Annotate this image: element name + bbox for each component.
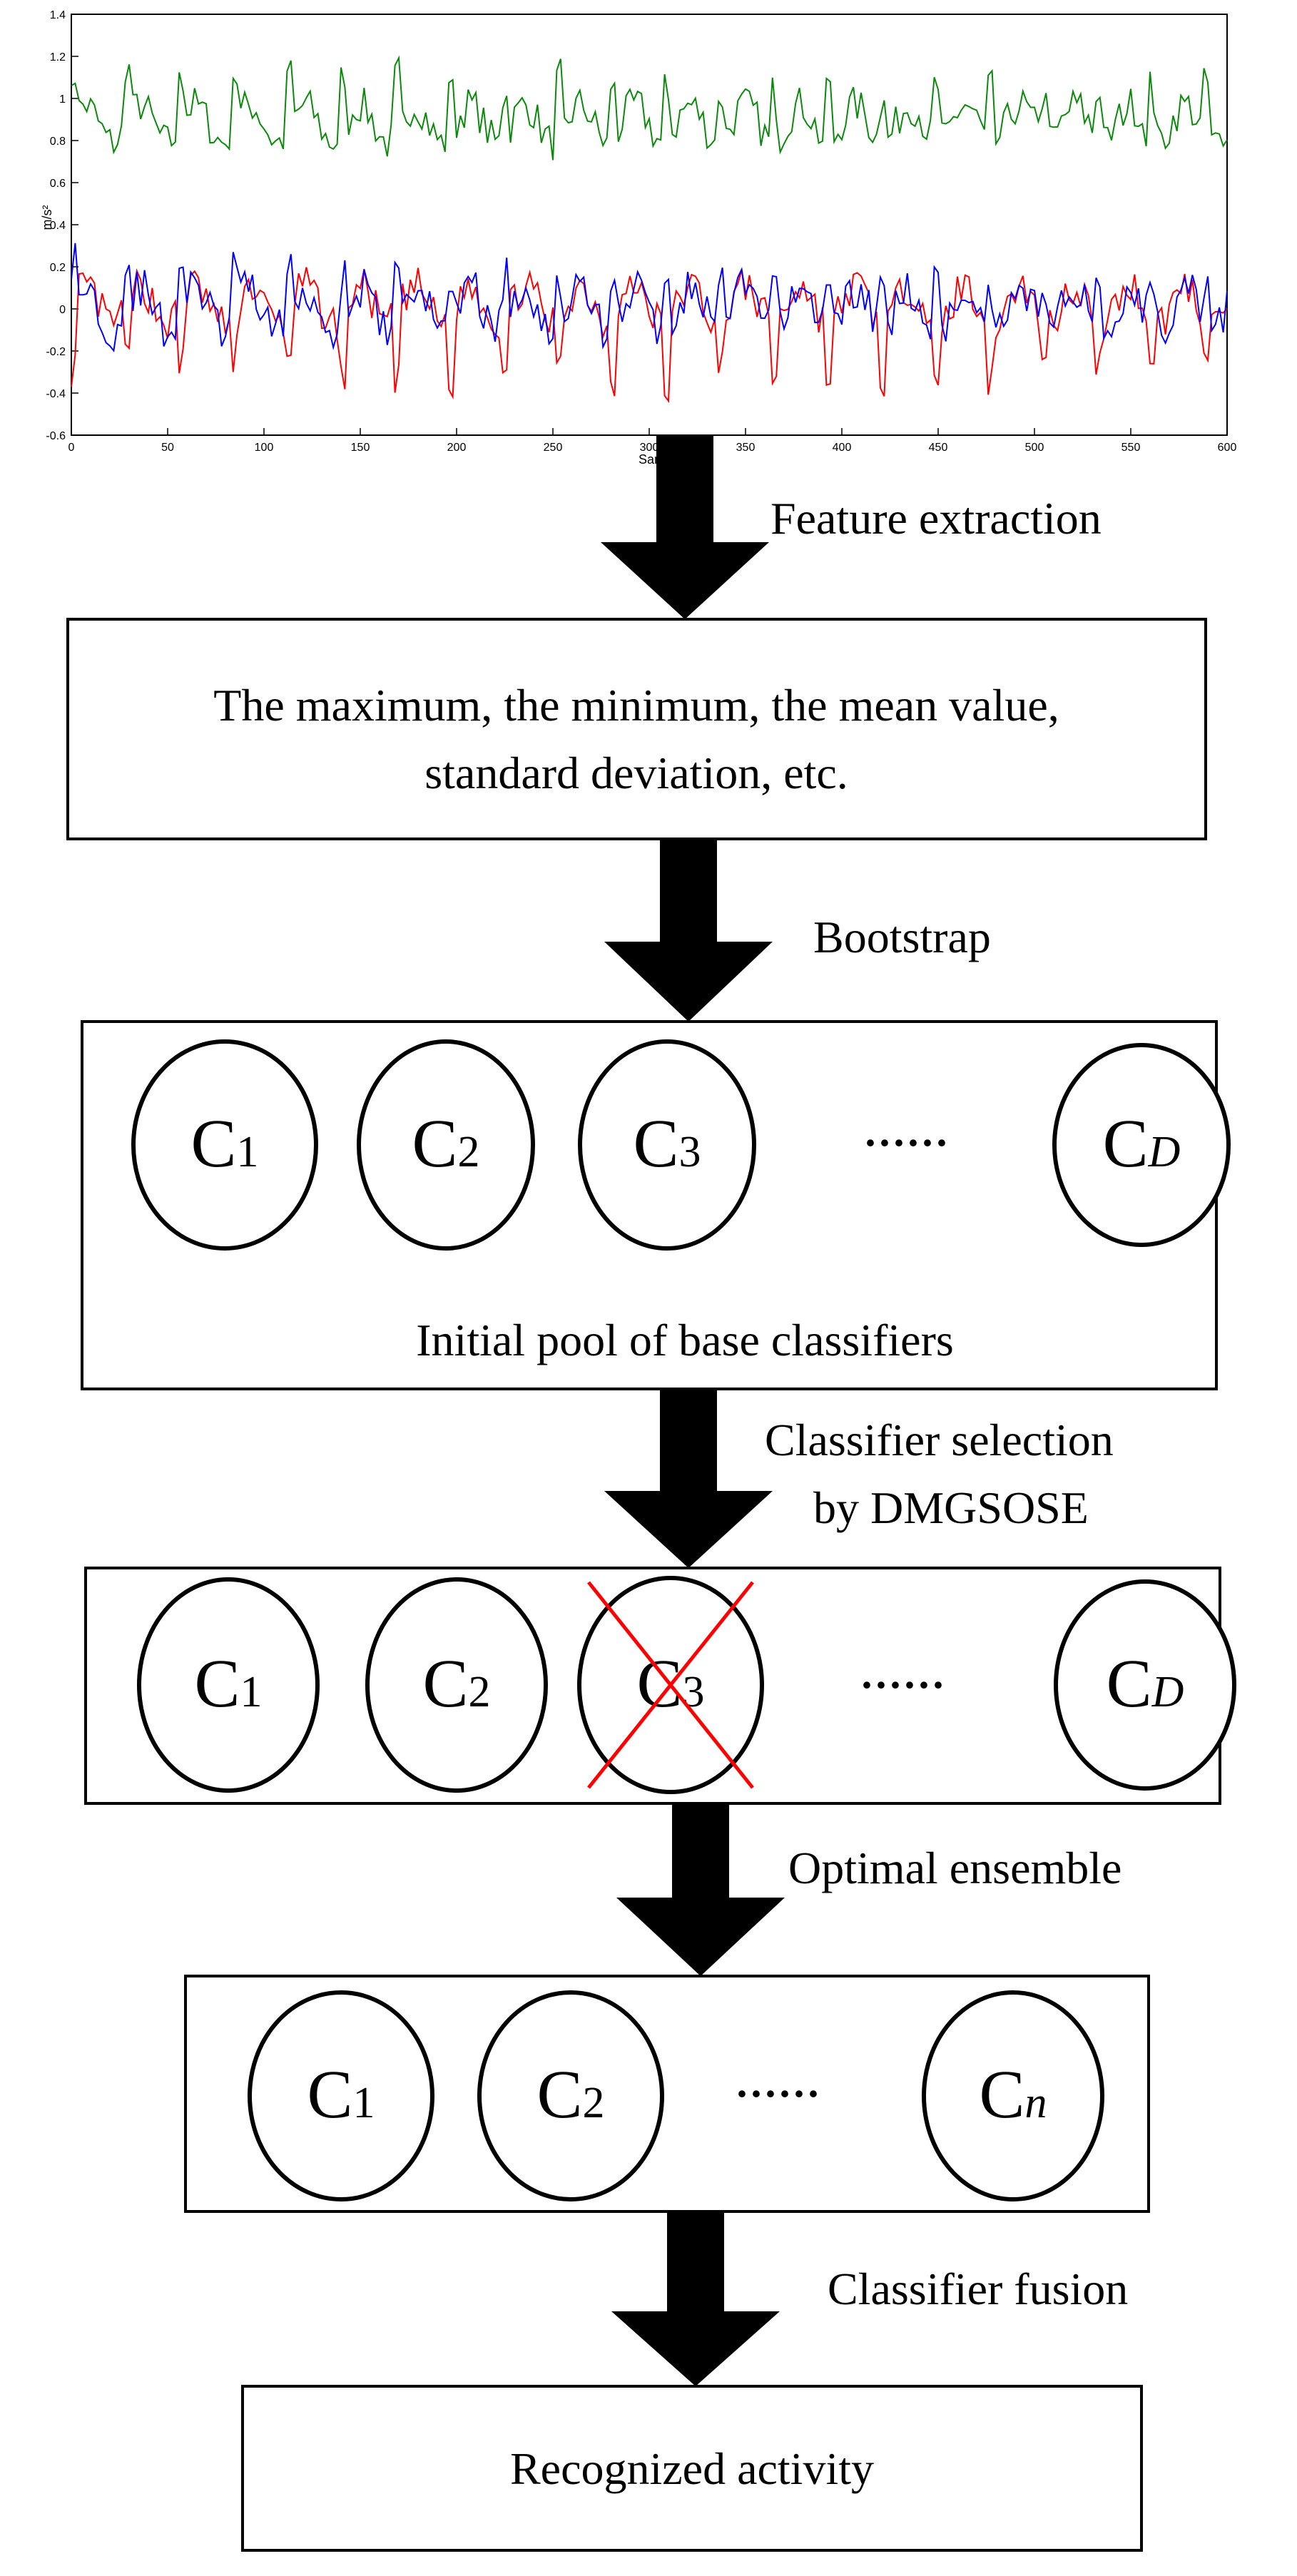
ellipsis-dots: ······ xyxy=(735,2070,820,2117)
classifier-node xyxy=(248,1990,434,2201)
x-tick-label: 100 xyxy=(255,442,274,454)
classifier-node xyxy=(578,1039,756,1251)
classifier-node xyxy=(137,1577,320,1793)
acceleration-plot: 1.4 1.2 1 0.8 0.6 0.4 0.2 0 -0.2 -0.4 -0.6 0 50 100 1… xyxy=(40,9,1236,467)
x-tick-label: 200 xyxy=(447,442,467,454)
y-tick-label: 0.4 xyxy=(50,220,66,232)
step-label-classifier-fusion: Classifier fusion xyxy=(828,2264,1128,2314)
x-tick-label: 400 xyxy=(833,442,852,454)
classifier-pool-row: C1 C2 C3 ······ CD xyxy=(131,1039,1231,1251)
x-tick-label: 600 xyxy=(1218,442,1237,454)
classifier-selection-row: C1 C2 C3 ······ CD xyxy=(137,1576,1236,1794)
x-tick-label: 250 xyxy=(544,442,563,454)
arrow-down-icon xyxy=(616,1803,785,1976)
x-tick-label: 300 xyxy=(640,442,659,454)
x-tick-label: 150 xyxy=(351,442,370,454)
x-tick-label: 500 xyxy=(1025,442,1044,454)
classifier-label: C1 xyxy=(194,1645,262,1721)
y-tick-label: 1.2 xyxy=(50,51,66,63)
features-text-line1: The maximum, the minimum, the mean value… xyxy=(213,680,1059,730)
y-tick-label: 0.8 xyxy=(50,136,66,148)
y-tick-label: -0.2 xyxy=(46,346,66,358)
series-red-line xyxy=(71,267,1228,403)
classifier-node xyxy=(922,1990,1104,2201)
result-text: Recognized activity xyxy=(510,2443,874,2494)
ellipsis-dots: ······ xyxy=(860,1661,945,1709)
x-tick-label: 350 xyxy=(736,442,756,454)
classifier-node xyxy=(1054,1579,1236,1791)
series-blue-line xyxy=(71,243,1228,353)
classifier-label: C1 xyxy=(190,1105,258,1181)
removed-classifier-cross-icon xyxy=(587,1581,754,1789)
classifier-node xyxy=(477,1990,664,2201)
pool-caption: Initial pool of base classifiers xyxy=(416,1315,954,1365)
classifier-label: C2 xyxy=(412,1105,479,1181)
classifier-label: C2 xyxy=(422,1645,490,1721)
x-tick-label: 0 xyxy=(68,442,75,454)
y-tick-label: 1.4 xyxy=(50,9,66,21)
classifier-label: C3 xyxy=(636,1645,704,1721)
y-tick-label: 0.2 xyxy=(50,262,66,274)
features-box xyxy=(66,618,1207,840)
y-tick-label: -0.4 xyxy=(46,388,66,400)
y-tick-label: 0.6 xyxy=(50,178,66,190)
arrow-down-icon xyxy=(601,435,769,619)
y-axis-label: m/s² xyxy=(40,205,54,230)
classifier-node xyxy=(357,1039,535,1251)
ellipsis-dots: ······ xyxy=(863,1119,949,1166)
step-label-selection-line1: Classifier selection xyxy=(765,1415,1114,1465)
step-label-bootstrap: Bootstrap xyxy=(813,912,991,962)
result-box xyxy=(241,2385,1143,2552)
x-tick-label: 50 xyxy=(161,442,174,454)
series-green-line xyxy=(71,55,1228,161)
classifier-label: CD xyxy=(1107,1645,1184,1721)
y-tick-label: -0.6 xyxy=(46,430,66,442)
x-tick-label: 550 xyxy=(1121,442,1141,454)
step-label-feature-extraction: Feature extraction xyxy=(770,493,1102,544)
classifier-label: C2 xyxy=(536,2056,604,2132)
y-tick-label: 1 xyxy=(59,93,66,106)
x-axis-ticks: 0 50 100 150 200 250 300 350 400 450 500 550 600 xyxy=(68,428,1237,454)
classifier-label: CD xyxy=(1103,1105,1181,1181)
y-tick-label: 0 xyxy=(59,304,66,316)
classifier-label: Cn xyxy=(979,2056,1047,2132)
y-axis-ticks: 1.4 1.2 1 0.8 0.6 0.4 0.2 0 -0.2 -0.4 -0.6 xyxy=(46,9,78,442)
step-label-optimal-ensemble: Optimal ensemble xyxy=(788,1843,1121,1893)
x-tick-label: 450 xyxy=(929,442,948,454)
classifier-label: C3 xyxy=(633,1105,701,1181)
classifier-node xyxy=(1052,1043,1231,1247)
arrow-down-icon xyxy=(604,1389,773,1568)
arrow-down-icon xyxy=(611,2211,780,2386)
features-text-line2: standard deviation, etc. xyxy=(424,748,848,798)
classifier-node xyxy=(131,1039,318,1251)
plot-frame xyxy=(71,14,1228,436)
step-label-selection-line2: by DMGSOSE xyxy=(813,1482,1089,1533)
arrow-down-icon xyxy=(604,839,773,1022)
classifier-ensemble-row: C1 C2 ······ Cn xyxy=(248,1990,1104,2201)
classifier-node xyxy=(365,1577,548,1793)
classifier-label: C1 xyxy=(307,2056,375,2132)
